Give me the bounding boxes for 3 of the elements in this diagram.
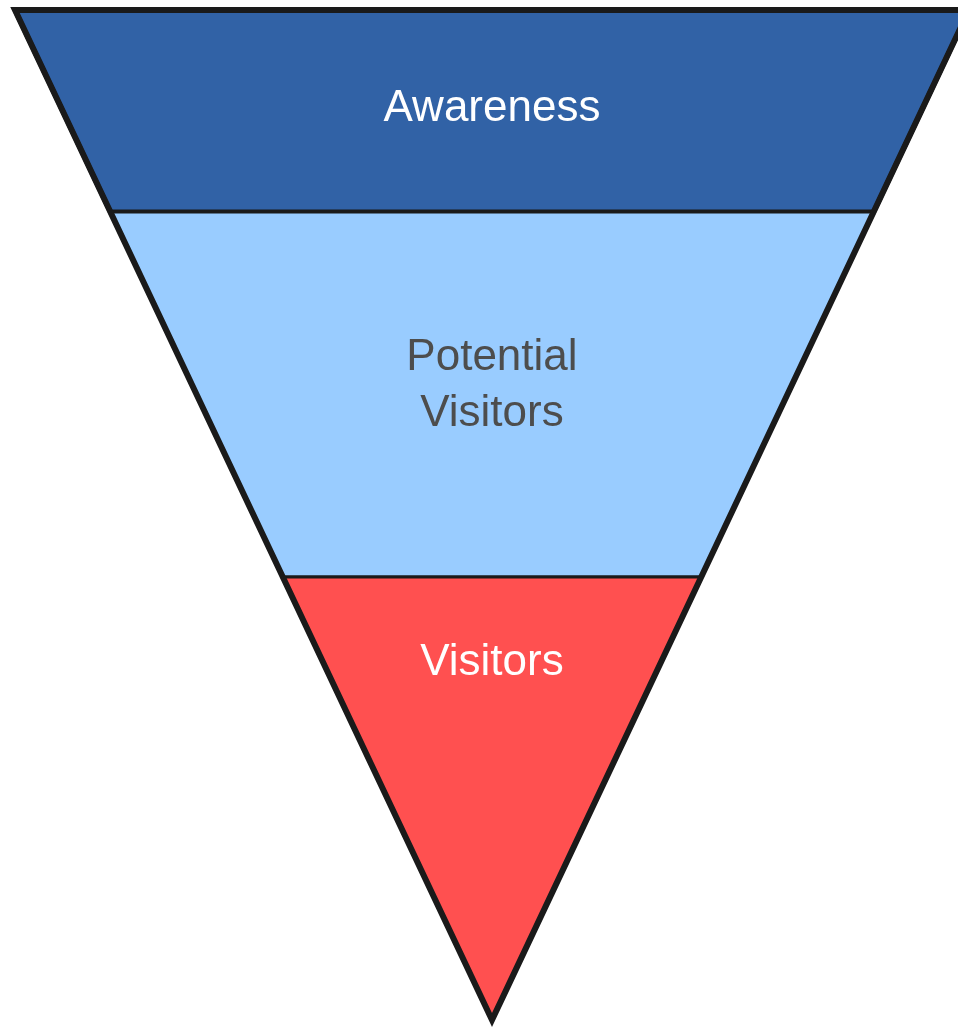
band-label: Visitors xyxy=(419,634,565,686)
band-label: Potential Visitors xyxy=(405,329,579,437)
band-label: Awareness xyxy=(382,80,602,132)
